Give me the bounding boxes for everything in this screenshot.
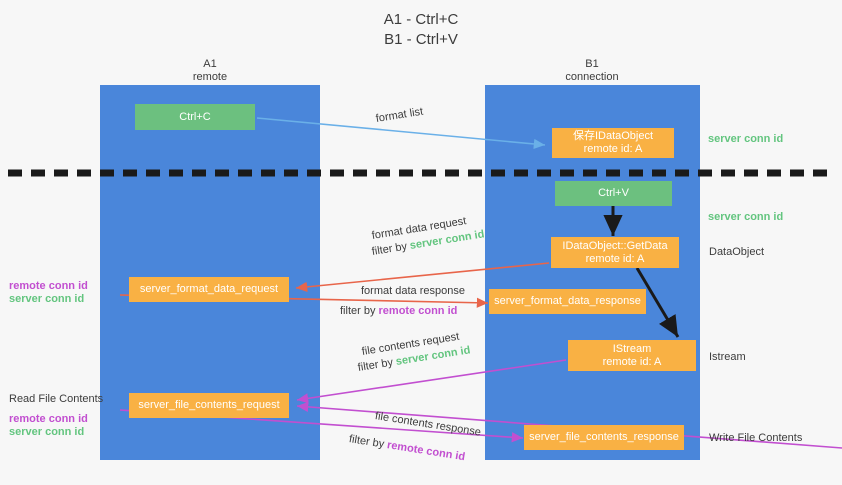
annotation-server-conn-id-2: server conn id bbox=[708, 211, 784, 223]
node-idataobject-line1: 保存IDataObject bbox=[572, 130, 654, 142]
edge-label-format-data-response: format data response bbox=[361, 285, 465, 297]
remote-conn-id-inline-2: remote conn id bbox=[386, 439, 466, 464]
node-server-format-data-response-label: server_format_data_response bbox=[494, 295, 641, 307]
node-istream-line2: remote id: A bbox=[602, 355, 662, 368]
annotation-write-file-contents: Write File Contents bbox=[709, 432, 803, 444]
column-header-b1: B1 connection bbox=[492, 58, 692, 84]
filter-by-text-2: filter by bbox=[340, 305, 379, 317]
column-header-b1-name: B1 bbox=[585, 58, 599, 70]
node-server-format-data-response[interactable]: server_format_data_response bbox=[489, 289, 646, 314]
annotation-remote-conn-id-2: remote conn id bbox=[9, 413, 88, 425]
node-getdata-line2: remote id: A bbox=[585, 252, 645, 265]
node-idataobject-line2: remote id: A bbox=[583, 143, 643, 155]
node-idataobject[interactable]: 保存IDataObject remote id: A bbox=[552, 128, 674, 158]
node-server-file-contents-response[interactable]: server_file_contents_response bbox=[524, 425, 684, 450]
edge-label-format-list: format list bbox=[374, 105, 424, 125]
node-ctrl-v[interactable]: Ctrl+V bbox=[555, 181, 672, 206]
node-server-file-contents-request-label: server_file_contents_request bbox=[138, 399, 280, 411]
node-istream[interactable]: IStream remote id: A bbox=[568, 340, 696, 371]
annotation-server-conn-id-3: server conn id bbox=[9, 293, 85, 305]
node-ctrl-c[interactable]: Ctrl+C bbox=[135, 104, 255, 130]
node-idataobject-getdata[interactable]: IDataObject::GetData remote id: A bbox=[551, 237, 679, 268]
annotation-server-conn-id-1: server conn id bbox=[708, 133, 784, 145]
annotation-read-file-contents: Read File Contents bbox=[9, 393, 104, 405]
edge-label-filter-remote-conn-file: filter by remote conn id bbox=[348, 432, 466, 465]
node-getdata-line1: IDataObject::GetData bbox=[562, 239, 668, 252]
node-ctrl-v-label: Ctrl+V bbox=[598, 187, 629, 199]
remote-conn-id-inline-1: remote conn id bbox=[378, 305, 458, 317]
column-header-a1-sub: remote bbox=[192, 71, 228, 83]
page-title: A1 - Ctrl+C B1 - Ctrl+V bbox=[383, 11, 459, 48]
annotation-istream: Istream bbox=[709, 351, 746, 363]
column-header-b1-sub: connection bbox=[565, 71, 619, 83]
node-server-format-data-request[interactable]: server_format_data_request bbox=[129, 277, 289, 302]
node-istream-line1: IStream bbox=[612, 342, 652, 355]
filter-by-text-4: filter by bbox=[348, 433, 389, 451]
column-header-a1-name: A1 bbox=[203, 58, 217, 70]
edge-label-file-contents-response: file contents response bbox=[374, 410, 482, 439]
column-header-a1: A1 remote bbox=[110, 58, 310, 84]
annotation-server-conn-id-4: server conn id bbox=[9, 426, 85, 438]
node-server-file-contents-request[interactable]: server_file_contents_request bbox=[129, 393, 289, 418]
node-ctrl-c-label: Ctrl+C bbox=[179, 110, 211, 123]
node-server-file-contents-response-label: server_file_contents_response bbox=[529, 431, 679, 443]
annotation-remote-conn-id-1: remote conn id bbox=[9, 280, 88, 292]
node-server-format-data-request-label: server_format_data_request bbox=[139, 283, 279, 295]
annotation-dataobject: DataObject bbox=[709, 246, 765, 258]
edge-label-filter-remote-conn-response: filter by remote conn id bbox=[340, 304, 457, 319]
